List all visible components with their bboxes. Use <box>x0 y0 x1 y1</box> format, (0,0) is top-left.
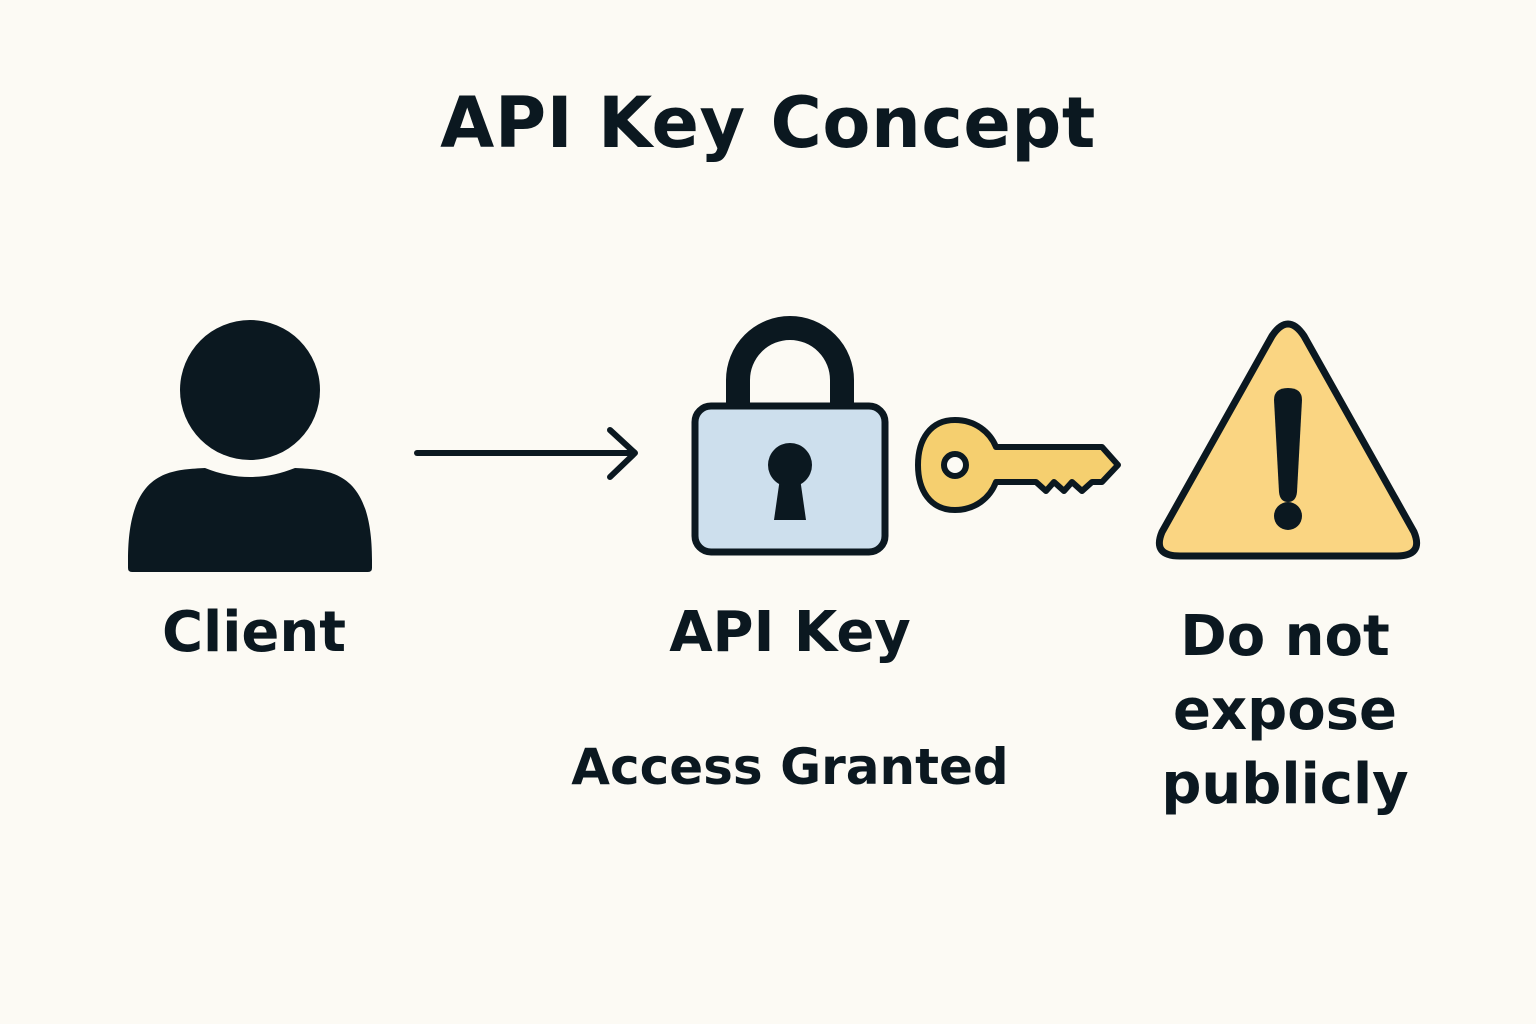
client-label: Client <box>161 600 347 665</box>
padlock-icon <box>691 316 889 556</box>
warning-triangle-icon <box>1155 320 1421 560</box>
warning-line-1: Do not <box>1180 604 1390 669</box>
warning-line-3: publicly <box>1161 752 1409 817</box>
warning-line-2: expose <box>1173 678 1397 743</box>
diagram-title: API Key Concept <box>440 82 1096 164</box>
person-icon <box>128 320 372 572</box>
warning-label: Do not expose publicly <box>1130 600 1440 822</box>
key-icon <box>915 417 1121 513</box>
arrow-right-icon <box>414 427 638 480</box>
api-key-label: API Key <box>669 600 911 665</box>
access-granted-label: Access Granted <box>571 738 1009 796</box>
